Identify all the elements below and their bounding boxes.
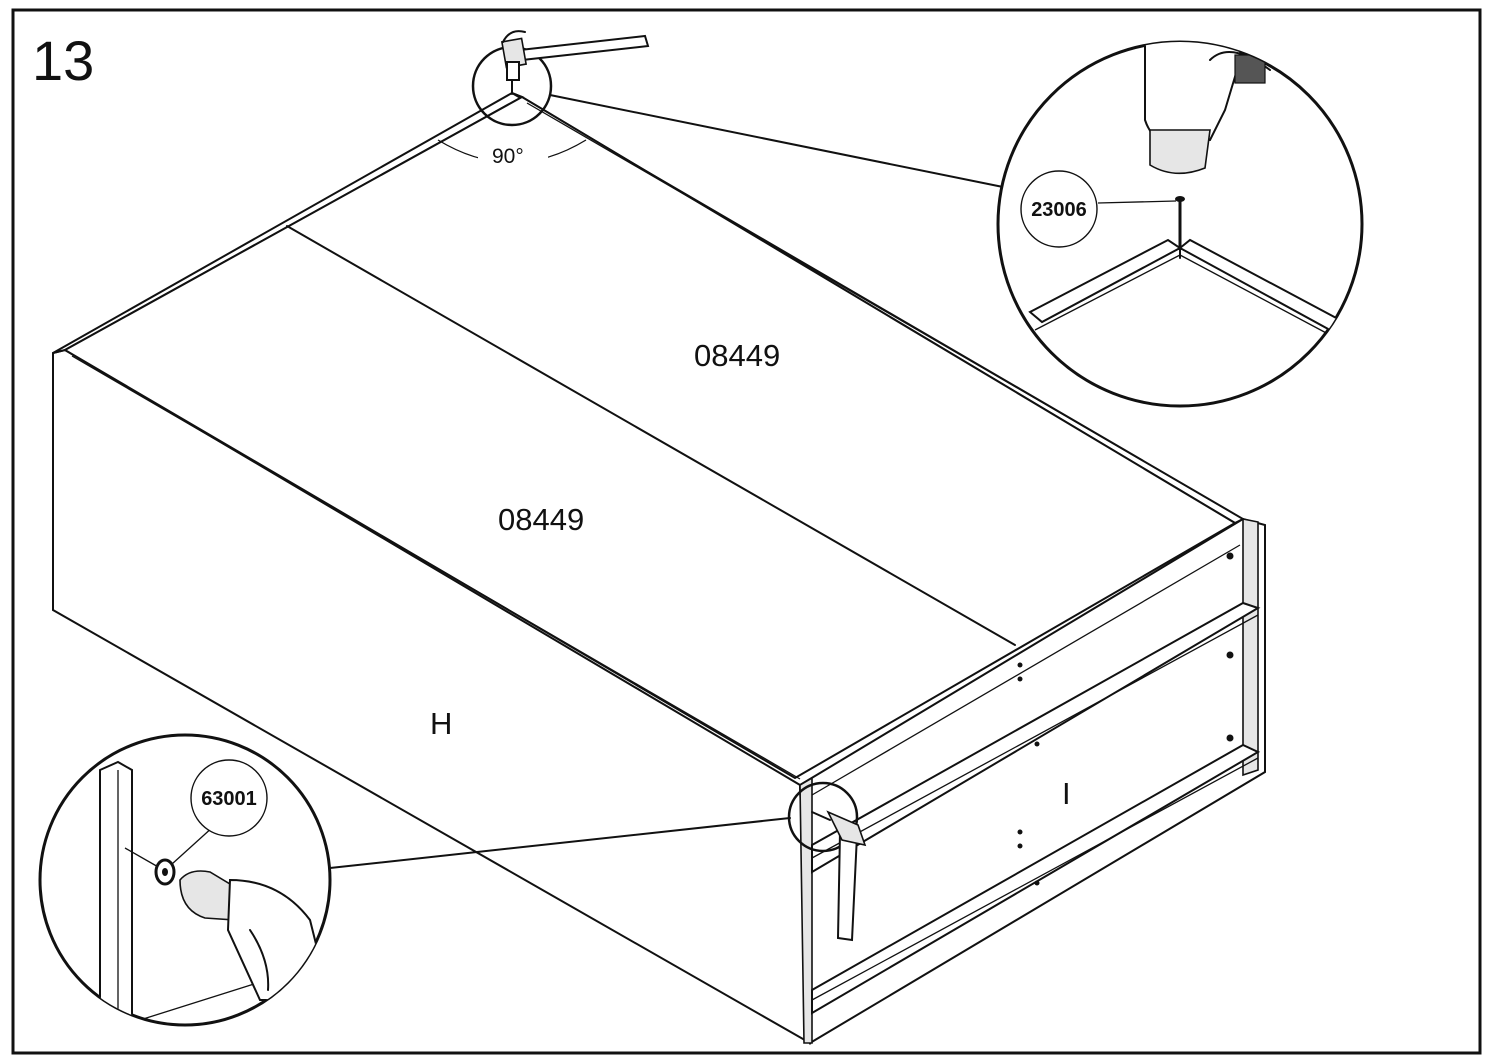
cabinet <box>52 91 1266 1045</box>
bottom-left-detail: 63001 <box>38 733 332 1027</box>
angle-label: 90° <box>492 145 524 168</box>
hole-dot <box>1017 843 1023 849</box>
angle-label-bg <box>478 140 548 170</box>
step-number: 13 <box>32 29 94 92</box>
part-leader-top <box>1097 200 1177 204</box>
hammer-icon <box>1144 42 1271 175</box>
label-side-panel: H <box>430 706 452 741</box>
label-front-panel: I <box>1062 776 1071 811</box>
bottom-hammer-spot <box>787 781 867 942</box>
hole-dot <box>1017 676 1023 682</box>
bottom-connector <box>329 817 791 869</box>
top-board-seam <box>286 225 1016 646</box>
part-number-bottom: 63001 <box>201 788 257 810</box>
hole-dot <box>1226 734 1234 742</box>
bottom-rail-line <box>811 757 1259 1001</box>
label-top-front-board: 08449 <box>498 502 584 537</box>
front-right-stile <box>1242 518 1259 777</box>
hammer-icon <box>811 810 867 942</box>
top-edge-line <box>71 355 801 780</box>
top-right-detail: 23006 <box>996 40 1364 408</box>
middle-rail-line <box>811 614 1259 859</box>
part-badge-top <box>1020 170 1098 248</box>
bottom-detail-marker <box>787 781 859 853</box>
top-hammer-spot <box>471 30 650 127</box>
label-top-back-board: 08449 <box>694 338 780 373</box>
part-badge-bottom <box>190 759 268 837</box>
hole-dot <box>1017 829 1023 835</box>
hole-dot <box>1226 651 1234 659</box>
part-leader-bottom <box>171 825 215 865</box>
part-number-top: 23006 <box>1031 199 1087 221</box>
hole-dot <box>1034 741 1040 747</box>
upper-inner-edge <box>811 544 1241 796</box>
nail-icon <box>124 847 161 869</box>
hammer-icon <box>500 30 650 81</box>
page-frame <box>11 8 1482 1055</box>
rear-edge-line <box>526 102 1237 516</box>
hole-dot <box>1017 662 1023 668</box>
hole-dot <box>1034 880 1040 886</box>
hole-dot <box>1226 552 1234 560</box>
top-connector <box>549 94 1004 188</box>
middle-rail <box>811 601 1261 874</box>
